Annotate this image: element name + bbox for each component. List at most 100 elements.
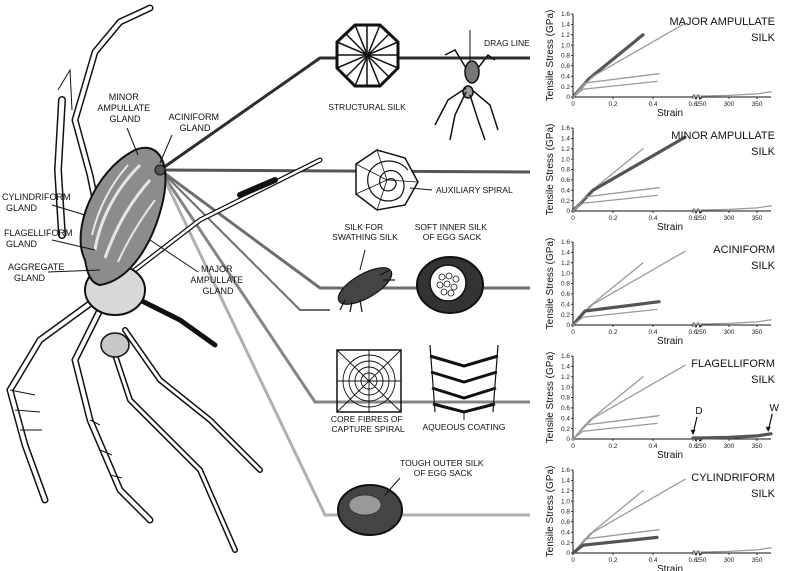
label-minor-ampullate-gland-line-2: AMPULLATE (97, 103, 150, 113)
x-tick-label: 0.6 (688, 329, 697, 336)
x-axis-title: Strain (657, 222, 683, 233)
x-axis-title: Strain (657, 108, 683, 119)
y-tick-label: 1.6 (561, 11, 570, 18)
y-tick-label: 0 (566, 322, 570, 329)
label-aggregate-gland-line-2: GLAND (14, 273, 46, 283)
y-tick-label: 1.4 (561, 250, 570, 257)
label-auxiliary-spiral: AUXILIARY SPIRAL (436, 185, 513, 195)
series-cylindriform (572, 80, 658, 98)
spider-icon (6, 4, 323, 553)
label-major-ampullate-gland: MAJOR AMPULLATE GLAND (190, 264, 245, 296)
x-tick-label: 250 (696, 101, 707, 108)
x-tick-label: 0.6 (688, 443, 697, 450)
y-tick-label: 0.4 (561, 415, 570, 422)
y-tick-label: 0.8 (561, 395, 570, 402)
y-tick-label: 0.2 (561, 426, 570, 433)
label-aggregate-gland: AGGREGATE GLAND (8, 262, 67, 283)
x-tick-label: 0 (571, 329, 575, 336)
x-tick-label: 0 (571, 443, 575, 450)
x-tick-label: 0.4 (648, 557, 657, 564)
series-flagelliform (692, 91, 772, 97)
x-tick-label: 0.6 (688, 215, 697, 222)
y-tick-label: 0.8 (561, 167, 570, 174)
capture-web-icon (336, 349, 402, 413)
x-axis-title: Strain (657, 336, 683, 347)
annotation-label: D (695, 406, 702, 417)
series-flagelliform (692, 547, 772, 553)
x-tick-label: 0 (571, 101, 575, 108)
label-flagelliform-gland: FLAGELLIFORM GLAND (4, 228, 75, 249)
y-tick-label: 1.6 (561, 125, 570, 132)
x-tick-label: 0 (571, 557, 575, 564)
y-tick-label: 0.2 (561, 312, 570, 319)
y-tick-label: 1.6 (561, 467, 570, 474)
y-tick-label: 0.2 (561, 84, 570, 91)
chart-title-line-1: FLAGELLIFORM (691, 358, 775, 370)
y-tick-label: 1.0 (561, 270, 570, 277)
chart-title-line-2: SILK (751, 374, 776, 386)
y-tick-label: 0.6 (561, 63, 570, 70)
y-tick-label: 0.4 (561, 187, 570, 194)
x-tick-label: 300 (724, 557, 735, 564)
label-swathing-silk: SILK FOR SWATHING SILK (332, 222, 398, 242)
y-axis-title: Tensile Stress (GPa) (545, 10, 556, 102)
y-tick-label: 0.6 (561, 177, 570, 184)
y-tick-label: 0.4 (561, 73, 570, 80)
gland-labels: MINOR AMPULLATE GLAND ACINIFORM GLAND CY… (2, 92, 245, 296)
series-aciniform (572, 415, 660, 440)
y-tick-label: 0.6 (561, 291, 570, 298)
series-cylindriform-highlight (571, 535, 659, 555)
y-tick-label: 1.6 (561, 239, 570, 246)
label-cylindriform-gland: CYLINDRIFORM GLAND (2, 192, 73, 213)
label-swathing-silk-line-2: SWATHING SILK (332, 232, 398, 242)
x-axis-title: Strain (657, 564, 683, 571)
y-tick-label: 0.4 (561, 529, 570, 536)
series-aciniform (572, 73, 660, 98)
x-tick-label: 0.2 (608, 329, 617, 336)
y-tick-label: 1.0 (561, 156, 570, 163)
y-tick-label: 1.2 (561, 260, 570, 267)
label-cylindriform-gland-line-1: CYLINDRIFORM (2, 192, 71, 202)
y-tick-label: 0 (566, 550, 570, 557)
y-tick-label: 0.8 (561, 53, 570, 60)
aqueous-coating-icon (429, 344, 499, 420)
label-capture-spiral-line-1: CORE FIBRES OF (331, 414, 403, 424)
y-axis-title: Tensile Stress (GPa) (545, 466, 556, 558)
label-cylindriform-gland-line-2: GLAND (6, 203, 38, 213)
label-egg-sack-inner-line-2: OF EGG SACK (423, 232, 482, 242)
chart-title-line-1: MAJOR AMPULLATE (669, 16, 775, 28)
x-tick-label: 0.6 (688, 101, 697, 108)
series-flagelliform-highlight (691, 432, 773, 440)
annotation-label: W (769, 403, 779, 414)
y-tick-label: 0.2 (561, 198, 570, 205)
axis-break-icon (691, 93, 703, 101)
x-tick-label: 0.4 (648, 101, 657, 108)
series-aciniform (572, 187, 660, 212)
x-tick-label: 350 (752, 557, 763, 564)
chart-title-line-2: SILK (751, 146, 776, 158)
gland-leaders (47, 127, 199, 273)
y-tick-label: 0 (566, 436, 570, 443)
label-aciniform-gland: ACINIFORM GLAND (168, 112, 221, 133)
label-aqueous-coating: AQUEOUS COATING (423, 422, 506, 432)
label-flagelliform-gland-line-1: FLAGELLIFORM (4, 228, 73, 238)
chart-title-line-1: MINOR AMPULLATE (671, 130, 775, 142)
label-drag-line: DRAG LINE (484, 38, 530, 48)
y-axis-title: Tensile Stress (GPa) (545, 238, 556, 330)
x-tick-label: 350 (752, 329, 763, 336)
series-major-ampullate (572, 262, 644, 326)
x-tick-label: 300 (724, 215, 735, 222)
series-major-ampullate (572, 376, 644, 440)
y-tick-label: 0.6 (561, 405, 570, 412)
label-swathing-silk-line-1: SILK FOR (344, 222, 383, 232)
y-tick-label: 1.2 (561, 374, 570, 381)
series-flagelliform (692, 319, 772, 325)
x-tick-label: 250 (696, 557, 707, 564)
label-major-ampullate-gland-line-3: GLAND (202, 286, 234, 296)
x-tick-label: 300 (724, 101, 735, 108)
